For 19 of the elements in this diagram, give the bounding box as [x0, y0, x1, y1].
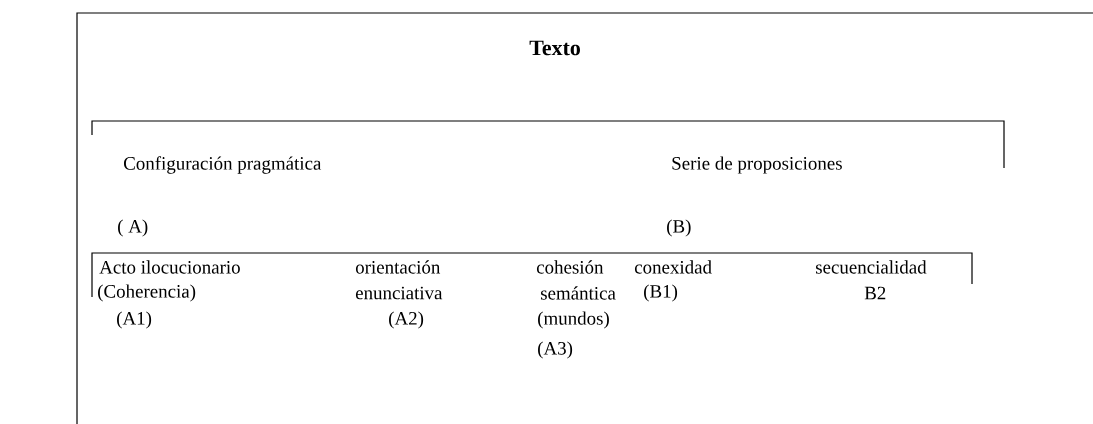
label-text: secuencialidad	[816, 260, 927, 274]
label-text: orientación	[355, 260, 441, 274]
label-text: (A1)	[117, 311, 152, 329]
label-text: semántica	[541, 286, 616, 300]
label-text: (Coherencia)	[98, 284, 196, 302]
label-text: Configuración pragmática	[124, 156, 322, 174]
label-text: (A3)	[538, 341, 573, 359]
label-text: cohesión	[536, 260, 604, 274]
label-text: (B1)	[644, 284, 678, 302]
diagram-title: Texto	[529, 40, 580, 56]
label-text: (A2)	[389, 311, 424, 329]
label-text: B2	[864, 286, 886, 300]
label-text: (mundos)	[538, 311, 609, 329]
label-text: Acto ilocucionario	[99, 260, 240, 274]
label-text: enunciativa	[355, 286, 443, 300]
label-text: (B)	[667, 219, 691, 237]
label-text: conexidad	[634, 260, 712, 274]
label-text: Serie de proposiciones	[672, 156, 842, 174]
label-text: ( A)	[118, 219, 148, 237]
